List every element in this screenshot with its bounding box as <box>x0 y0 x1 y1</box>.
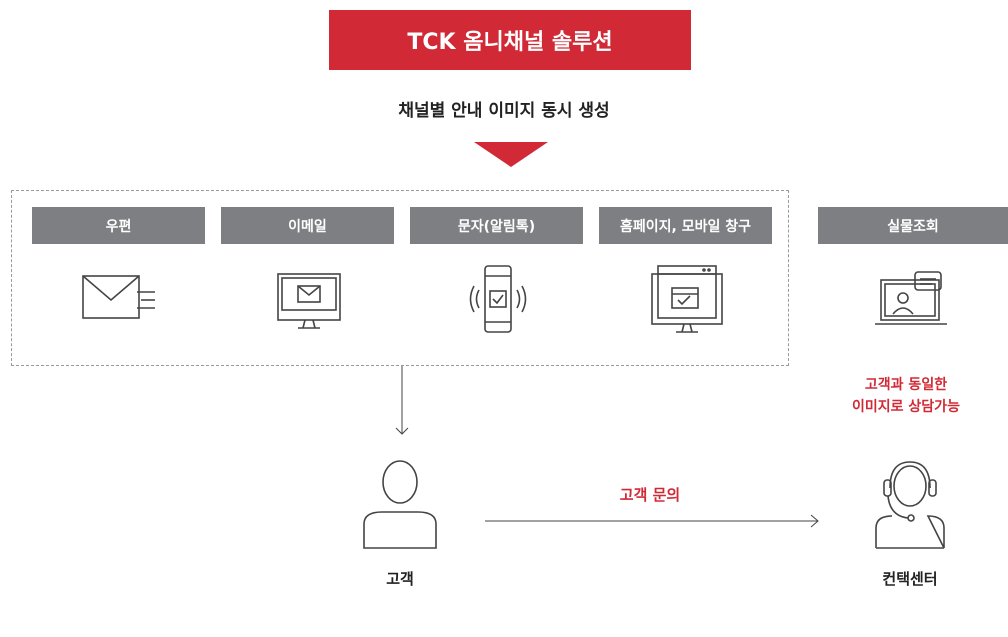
channel-label-sms: 문자(알림톡) <box>410 207 583 244</box>
web-window-icon <box>646 258 726 338</box>
down-arrow-connector <box>395 366 409 435</box>
page-title: TCK 옴니채널 솔루션 <box>407 30 613 55</box>
down-triangle-icon <box>474 142 548 167</box>
channel-label-realtime: 실물조회 <box>818 207 1008 244</box>
monitor-mail-icon <box>268 258 348 338</box>
channel-label-email: 이메일 <box>221 207 394 244</box>
channel-label-web: 홈페이지, 모바일 창구 <box>599 207 772 244</box>
realtime-note: 고객과 동일한 이미지로 상담가능 <box>816 374 996 418</box>
realtime-note-line1: 고객과 동일한 <box>864 377 948 393</box>
page-subtitle: 채널별 안내 이미지 동시 생성 <box>398 101 610 121</box>
channel-label-mail: 우편 <box>32 207 205 244</box>
title-banner: TCK 옴니채널 솔루션 <box>329 10 691 70</box>
phone-vibrate-icon <box>457 258 537 338</box>
video-chat-icon <box>873 258 953 338</box>
customer-icon <box>360 458 440 550</box>
inquiry-label: 고객 문의 <box>619 486 681 504</box>
realtime-note-line2: 이미지로 상담가능 <box>852 399 960 415</box>
headset-agent-icon <box>870 458 950 550</box>
inquiry-arrow <box>485 514 819 528</box>
customer-label: 고객 <box>386 570 414 588</box>
envelope-icon <box>79 258 159 338</box>
contact-center-label: 컨택센터 <box>882 570 938 588</box>
channel-group-box <box>11 190 789 366</box>
